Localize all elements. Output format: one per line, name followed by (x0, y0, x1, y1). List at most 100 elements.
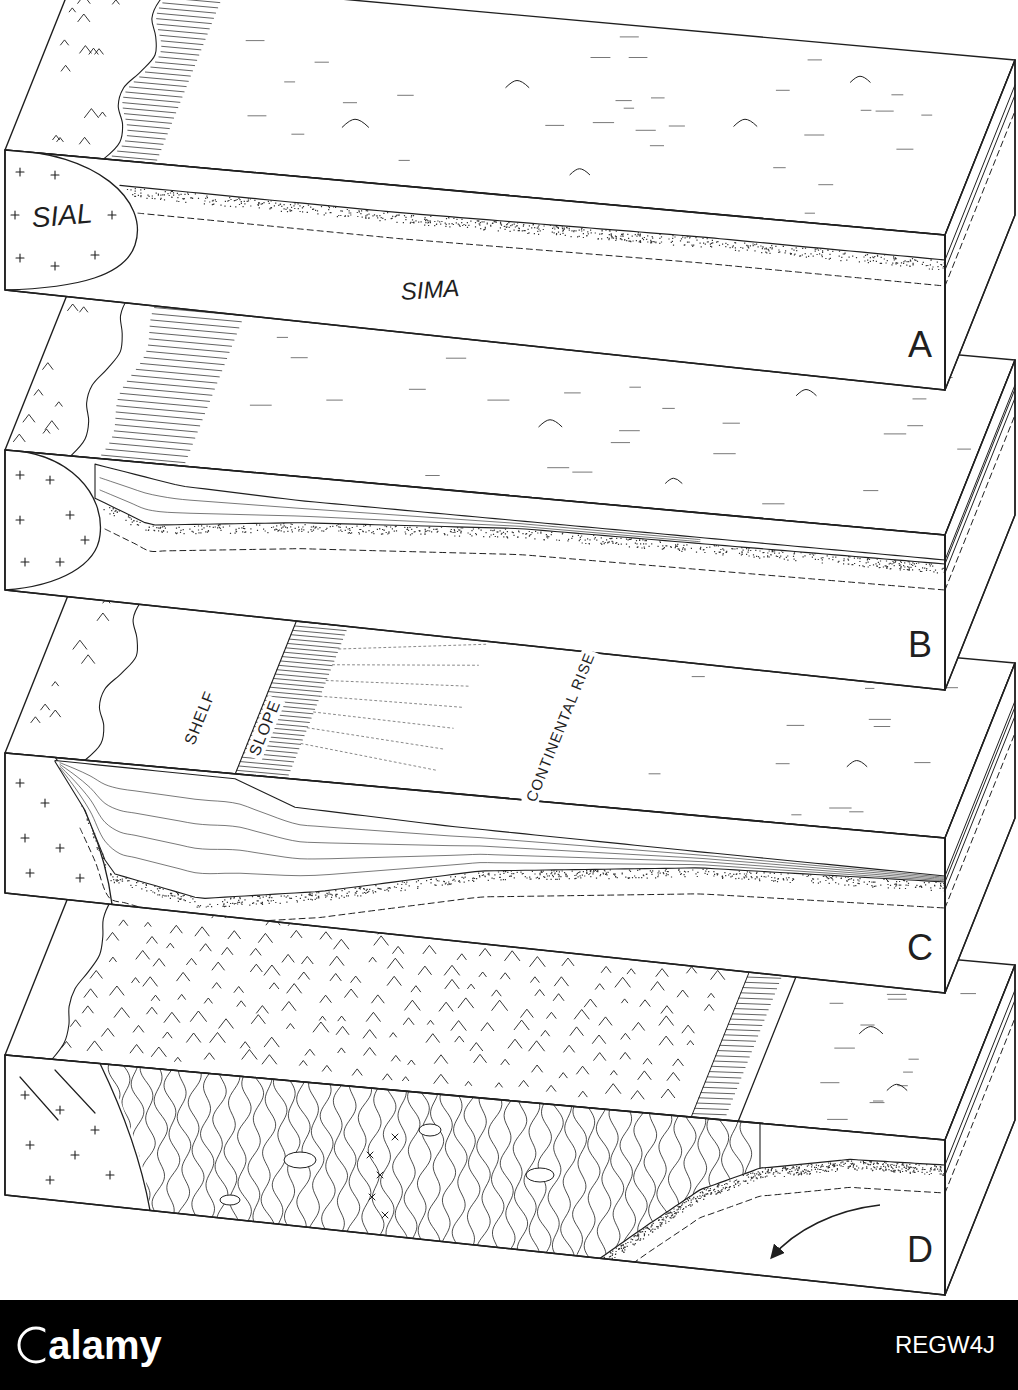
feature-label: CONTINENTAL RISE (521, 647, 599, 807)
seamount (847, 761, 867, 767)
side-layer-line (945, 707, 1015, 882)
crust-base (600, 1187, 945, 1286)
block-front-face (5, 150, 945, 390)
crust-base (80, 828, 945, 925)
shelf-edge (235, 599, 305, 774)
crust-label: SIAL (27, 198, 96, 234)
stipple-layer (104, 507, 947, 573)
front-face-detail (5, 1055, 946, 1286)
block-edge (5, 1055, 945, 1295)
sial-block (5, 1055, 150, 1210)
block-edge (5, 450, 945, 690)
granite-cross (16, 471, 89, 566)
hills (14, 304, 88, 442)
seamount (570, 169, 590, 175)
water-surface-mark (821, 973, 976, 1120)
orogen-front (759, 1123, 760, 1168)
block-side-face (945, 360, 1015, 690)
front-face-detail (5, 753, 945, 925)
block-front-face (5, 753, 945, 993)
stage-letter: B (905, 626, 935, 664)
stage-letter: D (904, 1231, 936, 1269)
block-edge (945, 60, 1015, 390)
feature-label: SLOPE (245, 695, 286, 761)
block-side-face (945, 60, 1015, 390)
sediment-layer (60, 768, 945, 881)
block-edge (945, 965, 1015, 1295)
side-layer-line (945, 111, 1015, 286)
side-layer-line (945, 990, 1015, 1165)
side-layer-line (945, 95, 1015, 270)
seamount (796, 390, 816, 396)
image-id: REGW4J (892, 1332, 998, 1358)
stipple-layer (81, 806, 945, 908)
x-mark (367, 1134, 398, 1218)
hills (53, 0, 120, 144)
subduction-arrow (772, 1205, 880, 1257)
feature-label: SHELF (180, 686, 220, 751)
oceanic-crust-top (600, 1159, 945, 1258)
sediment-layer (100, 490, 700, 542)
block-side-face (945, 663, 1015, 993)
side-layer-line (945, 701, 1015, 876)
side-layer-line (945, 1000, 1015, 1175)
block-edge (945, 360, 1015, 690)
seamount (734, 119, 757, 126)
front-face-detail (5, 150, 946, 290)
sediment-layer (100, 478, 700, 540)
block-front-face (5, 1055, 945, 1295)
seamount (860, 1027, 883, 1034)
sediment-layer (60, 763, 945, 877)
side-layer-line (945, 716, 1015, 891)
block-edge (5, 753, 945, 993)
granite-body (284, 1152, 316, 1168)
seamount (539, 420, 562, 427)
fan-line (301, 644, 487, 770)
crust-label: SIMA (397, 275, 463, 305)
slope-hatch (102, 290, 252, 463)
crust-base (105, 529, 945, 590)
block-side-face (945, 965, 1015, 1295)
block-front-face (5, 450, 945, 690)
seamount (342, 119, 368, 127)
granite-body (419, 1124, 441, 1136)
granite-cross (11, 168, 116, 270)
seamount (666, 478, 683, 483)
slope-hatch (112, 0, 224, 160)
side-layer-line (945, 389, 1015, 564)
block-edge (5, 150, 945, 390)
front-face-detail (5, 450, 946, 590)
coastline (71, 281, 144, 456)
sediment-wedge (95, 464, 945, 564)
granite-cross (16, 779, 84, 882)
sial-block (5, 150, 137, 290)
watermark: alamy (45, 1324, 164, 1366)
granite-body (220, 1195, 240, 1205)
block-diagram (5, 0, 1015, 390)
coastline (85, 586, 159, 761)
seamount (850, 76, 870, 82)
seamount (887, 1084, 907, 1090)
fault-line (20, 1070, 95, 1120)
sial-block (5, 450, 100, 590)
stipple-layer (127, 188, 946, 271)
stage-letter: A (905, 326, 935, 364)
hills (31, 587, 130, 722)
granite-body (526, 1168, 554, 1182)
side-layer-line (945, 385, 1015, 560)
block-edge (945, 663, 1015, 993)
stipple-layer (600, 1160, 946, 1267)
side-layer-line (945, 85, 1015, 260)
side-layer-line (945, 398, 1015, 573)
granite-cross (21, 1091, 114, 1184)
watermark-bar (0, 1300, 1018, 1390)
side-layer-line (945, 733, 1015, 908)
seamount (506, 81, 529, 88)
stage-letter: C (904, 929, 936, 967)
coastline (52, 884, 124, 1059)
side-layer-line (945, 415, 1015, 590)
sediment-layer (60, 764, 945, 878)
